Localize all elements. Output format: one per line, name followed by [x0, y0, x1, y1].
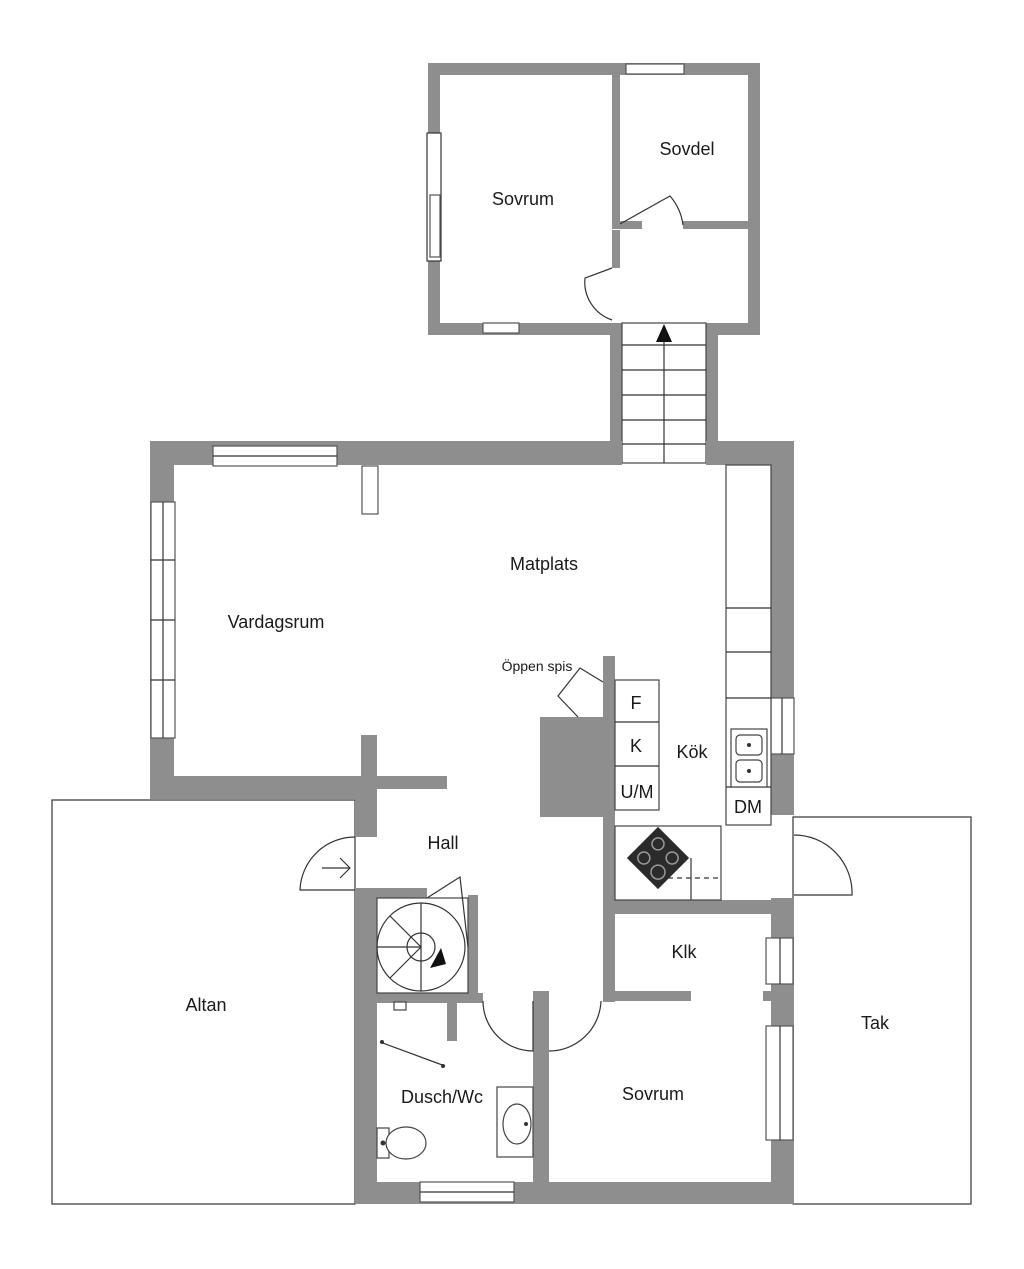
- label-vardagsrum: Vardagsrum: [228, 612, 325, 632]
- label-klk: Klk: [671, 942, 697, 962]
- cooktop-icon: [626, 826, 690, 890]
- upper-window-west: [429, 194, 441, 258]
- double-sink-icon: [730, 728, 768, 788]
- washbasin-icon: [496, 1086, 534, 1158]
- label-hall: Hall: [427, 833, 458, 853]
- label-dusch-wc: Dusch/Wc: [401, 1087, 483, 1107]
- label-sovrum-upper: Sovrum: [492, 189, 554, 209]
- label-tak: Tak: [861, 1013, 890, 1033]
- label-oppen-spis: Öppen spis: [502, 657, 573, 674]
- sovrum-lower-door: [548, 1000, 602, 1052]
- entrance-door: [299, 836, 356, 891]
- stairs-up-arrow-icon: [656, 324, 672, 342]
- label-kok: Kök: [676, 742, 708, 762]
- radiator: [361, 465, 379, 515]
- fireplace: [557, 667, 604, 718]
- bath-door: [482, 1000, 534, 1052]
- upper-window-top: [625, 63, 685, 75]
- label-altan: Altan: [185, 995, 226, 1015]
- sovrum-upper-door: [584, 267, 613, 321]
- label-sovdel: Sovdel: [659, 139, 714, 159]
- label-sovrum-lower: Sovrum: [622, 1084, 684, 1104]
- tak-outline: [792, 816, 972, 1205]
- label-kitchen-unit: K: [630, 736, 642, 756]
- toilet-icon: [376, 1126, 427, 1160]
- label-micro-oven: U/M: [621, 782, 654, 802]
- label-fridge: F: [631, 693, 642, 713]
- shower: [379, 1001, 446, 1068]
- entrance-arrow-icon: [322, 857, 351, 879]
- upper-window-south: [482, 322, 520, 334]
- east-door: [793, 834, 853, 896]
- sovdel-door: [619, 195, 684, 226]
- upper-walls: [428, 63, 760, 448]
- label-matplats: Matplats: [510, 554, 578, 574]
- spiral-staircase-icon: [376, 875, 469, 994]
- staircase: [621, 322, 707, 464]
- label-dishwasher: DM: [734, 797, 762, 817]
